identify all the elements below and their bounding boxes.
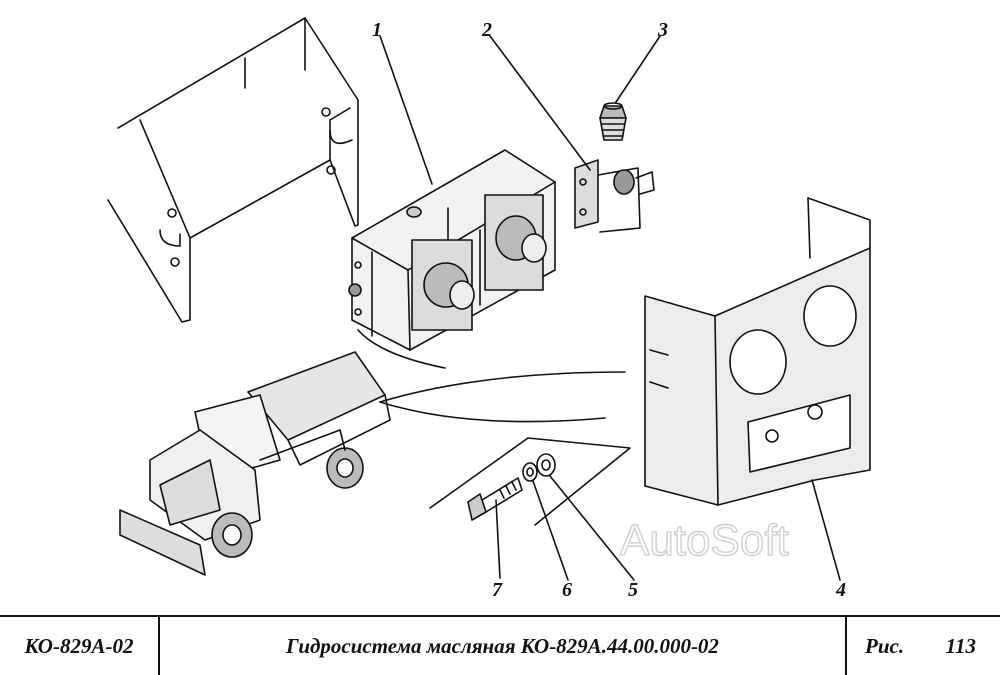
spring-washer-icon (522, 462, 538, 482)
callout-3: 3 (657, 19, 668, 41)
exploded-parts-diagram: 1 2 3 4 5 6 7 AutoSoft (107, 17, 871, 601)
figure-label: Рис. (865, 633, 905, 658)
callout-6: 6 (562, 579, 572, 601)
bracket-plate-icon (107, 17, 359, 323)
drawing-title: Гидросистема масляная КО-829А.44.00.000-… (160, 617, 847, 675)
tee-fitting-icon (574, 159, 655, 233)
callout-5: 5 (628, 579, 638, 601)
figure-ref: Рис. 113 (847, 617, 1000, 675)
valve-block-icon (348, 149, 556, 351)
title-block: КО-829А-02 Гидросистема масляная КО-829А… (0, 615, 1000, 675)
cover-plate-icon (644, 197, 871, 506)
callout-4: 4 (835, 579, 846, 601)
nozzle-icon (599, 102, 627, 141)
watermark: AutoSoft (620, 516, 789, 565)
figure-number: 113 (945, 633, 976, 658)
bolt-icon (467, 477, 523, 521)
truck-icon (119, 351, 391, 576)
callout-2: 2 (481, 19, 492, 41)
callout-7: 7 (492, 579, 503, 601)
washer-icon (536, 453, 556, 477)
callout-1: 1 (372, 19, 382, 41)
drawing-code: КО-829А-02 (0, 617, 160, 675)
